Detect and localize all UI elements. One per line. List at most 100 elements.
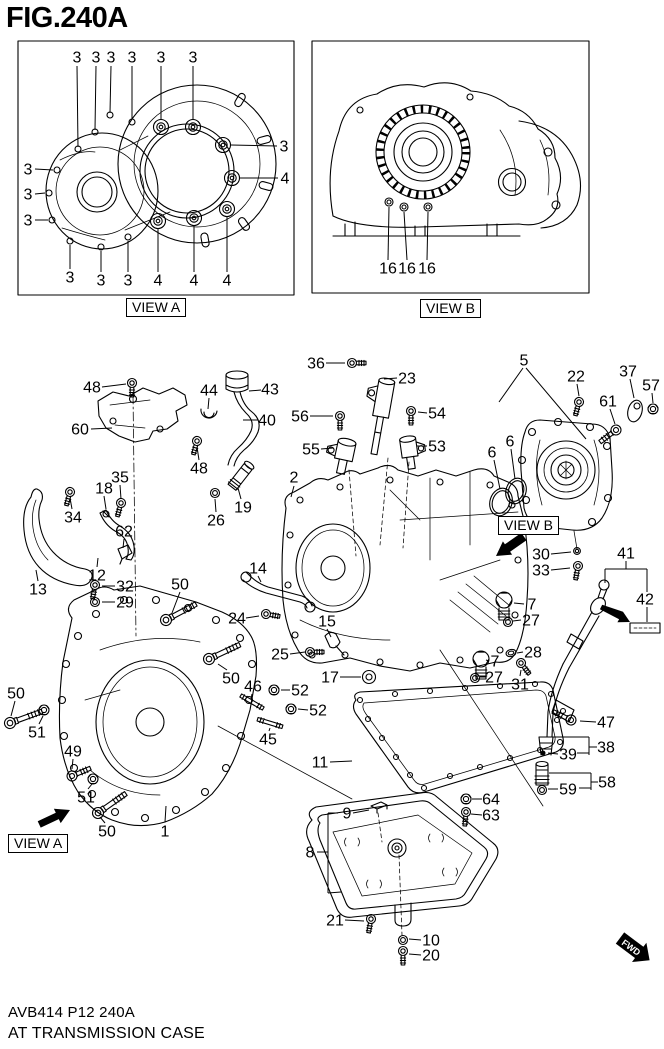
leader-line bbox=[268, 727, 271, 732]
main-callout-22: 22 bbox=[567, 369, 585, 386]
leader-line bbox=[516, 651, 524, 654]
leader-line bbox=[217, 663, 228, 671]
main-callout-5: 5 bbox=[520, 353, 529, 370]
figure-code: AVB414 P12 240A bbox=[8, 1004, 135, 1021]
main-callout-28: 28 bbox=[524, 645, 542, 662]
main-callout-45: 45 bbox=[259, 732, 277, 749]
view-a-arrow bbox=[37, 808, 70, 828]
main-callout-50: 50 bbox=[7, 686, 25, 703]
leader-line bbox=[352, 809, 370, 814]
main-callout-19: 19 bbox=[234, 500, 252, 517]
view-a-callout-4: 4 bbox=[281, 171, 290, 188]
view-a-callout-3: 3 bbox=[124, 273, 133, 290]
clip-15 bbox=[324, 631, 345, 656]
leader-line bbox=[10, 700, 16, 717]
view-a-callout-4: 4 bbox=[223, 273, 232, 290]
main-callout-9: 9 bbox=[343, 806, 352, 823]
sensor-23 bbox=[366, 377, 396, 456]
leader-line bbox=[69, 497, 73, 510]
leader-line bbox=[576, 383, 580, 397]
converter-housing-1 bbox=[57, 585, 258, 827]
view-a-caption-top: VIEW A bbox=[126, 298, 187, 317]
view-a-caption-main: VIEW A bbox=[8, 834, 69, 853]
leader-line bbox=[99, 816, 106, 824]
leader-line bbox=[90, 427, 113, 430]
main-callout-26: 26 bbox=[207, 513, 225, 530]
leader-line bbox=[101, 383, 127, 388]
view-a-frame bbox=[17, 40, 295, 296]
main-callout-33: 33 bbox=[532, 563, 550, 580]
main-callout-61: 61 bbox=[599, 394, 617, 411]
leader-line bbox=[326, 628, 332, 638]
view-a-callout-3: 3 bbox=[66, 270, 75, 287]
leader-line bbox=[103, 495, 107, 510]
main-callout-39: 39 bbox=[559, 747, 577, 764]
main-callout-23: 23 bbox=[398, 371, 416, 388]
main-callout-59: 59 bbox=[559, 782, 577, 799]
bracket-60 bbox=[97, 387, 188, 443]
alignment-lines bbox=[217, 649, 544, 807]
main-callout-42: 42 bbox=[636, 592, 654, 609]
plug-9 bbox=[370, 801, 388, 843]
leader-line bbox=[426, 211, 429, 261]
leader-line bbox=[383, 377, 398, 380]
sensor-55 bbox=[326, 437, 357, 475]
view-a-callout-3: 3 bbox=[24, 162, 33, 179]
elbow-19 bbox=[227, 460, 255, 491]
leader-line bbox=[498, 367, 524, 403]
oil-pan-8 bbox=[306, 791, 499, 936]
leader-line bbox=[344, 919, 365, 922]
main-callout-11: 11 bbox=[312, 755, 329, 772]
pump-plate-5 bbox=[517, 417, 613, 550]
main-callout-12: 12 bbox=[88, 568, 106, 585]
main-callout-50: 50 bbox=[222, 671, 240, 688]
main-callout-48: 48 bbox=[83, 380, 101, 397]
main-callout-15: 15 bbox=[318, 614, 336, 631]
main-callout-37: 37 bbox=[619, 364, 637, 381]
main-callout-8: 8 bbox=[306, 845, 315, 862]
main-callout-55: 55 bbox=[302, 442, 320, 459]
leader-line bbox=[485, 659, 490, 662]
leader-line bbox=[493, 459, 501, 490]
main-callout-46: 46 bbox=[244, 679, 262, 696]
leader-line bbox=[38, 715, 44, 725]
main-callout-34: 34 bbox=[64, 510, 82, 527]
main-callout-50: 50 bbox=[171, 577, 189, 594]
main-callout-60: 60 bbox=[71, 422, 89, 439]
main-callout-25: 25 bbox=[271, 647, 289, 664]
main-callout-51: 51 bbox=[77, 790, 95, 807]
main-callout-38: 38 bbox=[597, 740, 615, 757]
view-a-callout-3: 3 bbox=[107, 50, 116, 67]
main-callout-1: 1 bbox=[161, 824, 170, 841]
leader-line bbox=[214, 498, 217, 513]
main-callout-52: 52 bbox=[291, 683, 309, 700]
leader-line bbox=[329, 760, 353, 763]
view-b-panel bbox=[311, 40, 590, 294]
label-tag-42 bbox=[629, 622, 661, 634]
clamp-44 bbox=[200, 408, 218, 419]
leader-line bbox=[207, 397, 210, 410]
main-callout-2: 2 bbox=[290, 470, 299, 487]
view-b-arrow bbox=[496, 532, 527, 556]
leader-line bbox=[408, 938, 422, 941]
leader-line bbox=[297, 708, 309, 711]
o-rings-6 bbox=[489, 477, 527, 517]
main-callout-35: 35 bbox=[111, 470, 129, 487]
view-a-callout-3: 3 bbox=[92, 50, 101, 67]
leader-line bbox=[403, 211, 408, 261]
leader-line bbox=[94, 65, 97, 131]
leader-line bbox=[34, 168, 54, 171]
leader-line bbox=[109, 65, 112, 114]
main-callout-52: 52 bbox=[309, 703, 327, 720]
figure-title: FIG.240A bbox=[6, 2, 128, 34]
main-callout-6: 6 bbox=[488, 445, 497, 462]
view-b-caption-main: VIEW B bbox=[498, 516, 560, 535]
leader-line bbox=[513, 602, 525, 605]
leader-line bbox=[245, 615, 260, 619]
main-callout-43: 43 bbox=[261, 382, 279, 399]
view-a-callout-3: 3 bbox=[157, 50, 166, 67]
view-a-drawing bbox=[45, 84, 277, 251]
main-callout-29: 29 bbox=[116, 595, 134, 612]
leader-line bbox=[87, 783, 93, 790]
view-a-callout-4: 4 bbox=[154, 273, 163, 290]
